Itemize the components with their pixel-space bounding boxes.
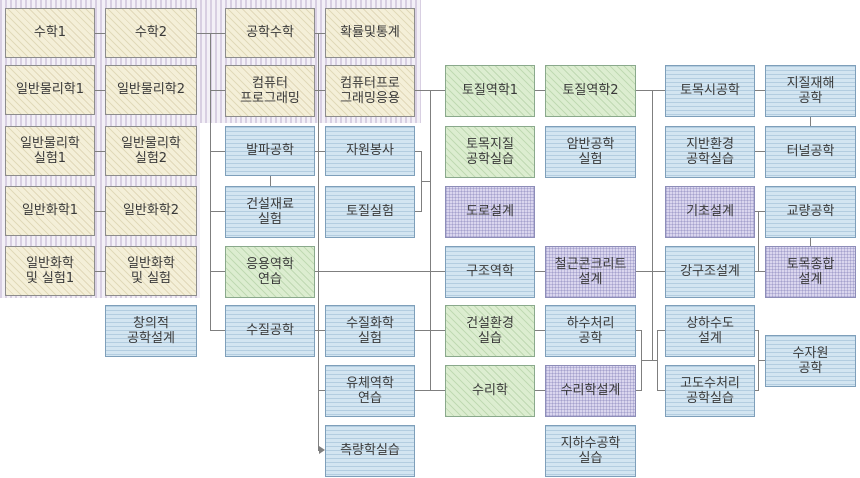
connector-line bbox=[315, 151, 325, 152]
connector-line bbox=[415, 390, 445, 391]
arrowhead-icon bbox=[319, 446, 325, 454]
connector-line bbox=[535, 271, 545, 272]
connector-line bbox=[430, 90, 431, 390]
connector-line bbox=[315, 330, 325, 331]
connector-line bbox=[758, 211, 759, 272]
connector-line bbox=[755, 330, 759, 331]
course-node-appmech: 응용역학 연습 bbox=[225, 246, 315, 298]
course-node-volunteer: 자원봉사 bbox=[325, 126, 415, 176]
course-node-steeldesign: 강구조설계 bbox=[665, 246, 755, 298]
connector-line bbox=[95, 211, 105, 212]
connector-line bbox=[758, 330, 759, 391]
course-node-wqchemlab: 수질화학 실험 bbox=[325, 305, 415, 357]
connector-line bbox=[755, 271, 765, 272]
connector-line bbox=[95, 271, 105, 272]
course-node-physlab1: 일반물리학 실험1 bbox=[5, 126, 95, 176]
connector-line bbox=[210, 330, 225, 331]
connector-line bbox=[315, 90, 325, 91]
course-node-hydraulics: 수리학 bbox=[445, 365, 535, 417]
connector-line bbox=[636, 90, 665, 91]
course-node-soillab: 토질실험 bbox=[325, 186, 415, 238]
course-node-watersupply: 상하수도 설계 bbox=[665, 305, 755, 357]
connector-line bbox=[636, 271, 665, 272]
connector-line bbox=[755, 211, 765, 212]
course-node-sewage: 하수처리 공학 bbox=[545, 305, 636, 357]
course-node-phys2: 일반물리학2 bbox=[105, 65, 197, 115]
connector-line bbox=[95, 33, 105, 34]
course-node-soilmech2: 토질역학2 bbox=[545, 65, 636, 117]
course-node-waterqual: 수질공학 bbox=[225, 305, 315, 357]
connector-line bbox=[535, 330, 545, 331]
course-node-blasting: 발파공학 bbox=[225, 126, 315, 176]
course-node-math2: 수학2 bbox=[105, 8, 197, 58]
connector-line bbox=[657, 390, 665, 391]
connector-line bbox=[657, 330, 658, 391]
connector-line bbox=[210, 211, 225, 212]
course-node-hyddesign: 수리학설계 bbox=[545, 365, 636, 417]
connector-line bbox=[318, 390, 326, 391]
course-node-waterres: 수자원 공학 bbox=[765, 335, 856, 387]
connector-line bbox=[95, 151, 105, 152]
connector-line bbox=[755, 90, 765, 91]
connector-line bbox=[210, 271, 225, 272]
connector-line bbox=[755, 151, 765, 152]
connector-line bbox=[95, 90, 105, 91]
connector-line bbox=[652, 90, 653, 360]
course-node-groundwater: 지하수공학 실습 bbox=[545, 425, 636, 477]
connector-line bbox=[535, 390, 545, 391]
connector-line bbox=[415, 151, 422, 152]
connector-line bbox=[636, 330, 642, 331]
connector-line bbox=[755, 390, 759, 391]
course-node-fluidmech: 유체역학 연습 bbox=[325, 365, 415, 417]
course-node-advwater: 고도수처리 공학실습 bbox=[665, 365, 755, 417]
course-node-rcdesign: 철근콘크리트 설계 bbox=[545, 246, 636, 298]
connector-line bbox=[318, 33, 319, 450]
connector-line bbox=[315, 33, 325, 34]
course-node-constmat: 건설재료 실험 bbox=[225, 186, 315, 238]
course-node-probstat: 확률및통계 bbox=[325, 8, 415, 58]
connector-line bbox=[810, 115, 811, 126]
connector-line bbox=[535, 90, 545, 91]
course-node-engmath: 공학수학 bbox=[225, 8, 315, 58]
connector-line bbox=[421, 151, 422, 212]
connector-line bbox=[810, 236, 811, 246]
course-node-geoenvlab: 지반환경 공학실습 bbox=[665, 126, 755, 178]
course-node-roaddesign: 도로설계 bbox=[445, 186, 535, 238]
course-node-tunnel: 터널공학 bbox=[765, 126, 856, 178]
connector-line bbox=[758, 360, 765, 361]
course-node-construction: 토목시공학 bbox=[665, 65, 755, 117]
connector-line bbox=[636, 390, 642, 391]
course-node-geohazard: 지질재해 공학 bbox=[765, 65, 856, 117]
course-node-phys1: 일반물리학1 bbox=[5, 65, 95, 115]
course-node-comprog: 컴퓨터 프로그래밍 bbox=[225, 65, 315, 117]
course-node-foundation: 기초설계 bbox=[665, 186, 755, 238]
connector-line bbox=[270, 176, 271, 186]
course-node-structmech: 구조역학 bbox=[445, 246, 535, 298]
course-node-bridge: 교량공학 bbox=[765, 186, 856, 238]
course-node-chemlab2: 일반화학 및 실험 bbox=[105, 246, 197, 296]
course-node-creative: 창의적 공학설계 bbox=[105, 305, 197, 357]
course-node-capstone: 토목종합 설계 bbox=[765, 246, 856, 298]
connector-line bbox=[315, 271, 445, 272]
course-node-chem2: 일반화학2 bbox=[105, 186, 197, 236]
connector-line bbox=[210, 90, 225, 91]
connector-line bbox=[641, 360, 657, 361]
course-node-math1: 수학1 bbox=[5, 8, 95, 58]
connector-line bbox=[657, 330, 665, 331]
course-node-chemlab1: 일반화학 및 실험1 bbox=[5, 246, 95, 296]
connector-line bbox=[415, 211, 422, 212]
connector-line bbox=[210, 33, 211, 330]
course-node-rocklab: 암반공학 실험 bbox=[545, 126, 636, 178]
course-node-chem1: 일반화학1 bbox=[5, 186, 95, 236]
course-node-comprogapp: 컴퓨터프로 그래밍응용 bbox=[325, 65, 415, 117]
connector-line bbox=[421, 181, 430, 182]
course-node-physlab2: 일반물리학 실험2 bbox=[105, 126, 197, 176]
course-node-soilmech1: 토질역학1 bbox=[445, 65, 535, 117]
connector-line bbox=[197, 33, 226, 34]
connector-line bbox=[210, 151, 225, 152]
course-node-geolab: 토목지질 공학실습 bbox=[445, 126, 535, 178]
connector-line bbox=[641, 330, 642, 391]
course-node-constenv: 건설환경 실습 bbox=[445, 305, 535, 357]
course-node-surveying: 측량학실습 bbox=[325, 425, 415, 477]
